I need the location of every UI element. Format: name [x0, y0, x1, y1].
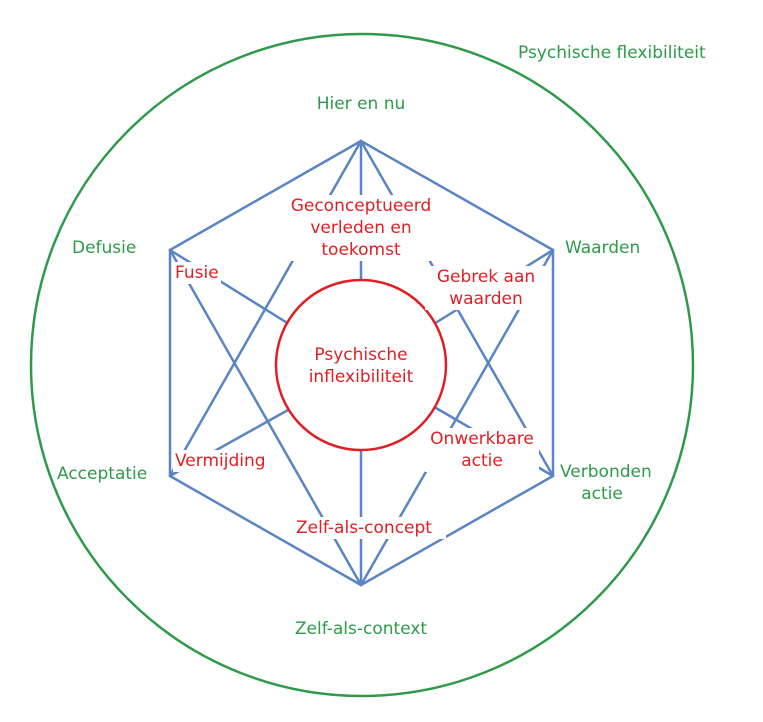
- inflexibility-vermijding: Vermijding: [173, 450, 268, 472]
- center-psychische-inflexibiliteit: Psychische inflexibiliteit: [308, 345, 414, 387]
- inflexibility-geconceptueerd: Geconceptueerd verleden en toekomst: [270, 195, 452, 261]
- inflexibility-gebrek-aan-waarden: Gebrek aan waarden: [425, 266, 547, 310]
- process-verbonden-actie: Verbonden actie: [560, 462, 652, 504]
- process-defusie: Defusie: [72, 238, 137, 258]
- inflexibility-fusie: Fusie: [173, 262, 221, 284]
- process-hier-en-nu: Hier en nu: [316, 94, 406, 114]
- flexibility-circle: [29, 32, 695, 698]
- process-zelf-als-context: Zelf-als-context: [294, 619, 428, 639]
- inflexibility-onwerkbare-actie: Onwerkbare actie: [425, 428, 539, 472]
- flexibility-title: Psychische flexibiliteit: [518, 43, 706, 63]
- inflexibility-circle: [274, 278, 448, 452]
- inflexibility-zelf-als-concept: Zelf-als-concept: [282, 517, 446, 539]
- process-waarden: Waarden: [565, 238, 641, 258]
- process-acceptatie: Acceptatie: [57, 464, 148, 484]
